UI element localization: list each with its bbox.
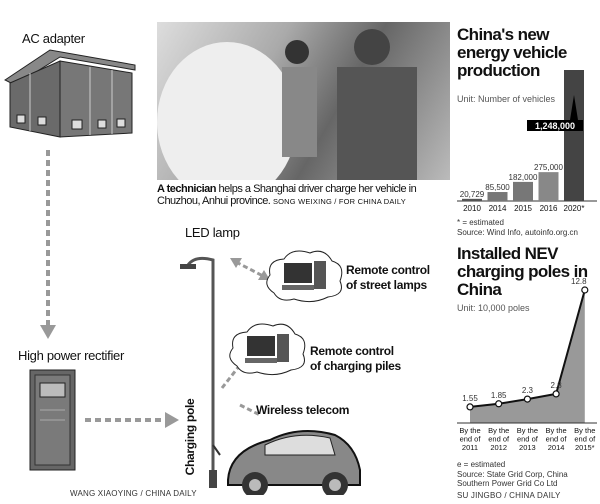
chart2-xtick: end of	[574, 435, 596, 444]
chart2-xtick: 2013	[519, 443, 536, 452]
chart2-footnote: e = estimated	[457, 460, 506, 469]
ac-adapter-illustration	[4, 49, 136, 138]
chart1-svg: 2010 20,729 2014 85,500 2015 182,000 2016 275,0…	[457, 70, 597, 213]
technician-photo	[157, 22, 450, 202]
chart2-xtick: By the	[574, 426, 595, 435]
cloud-computer-street-lamps	[266, 250, 343, 303]
chart2-xtick: end of	[460, 435, 482, 444]
remote-piles-line1: Remote control	[310, 344, 394, 358]
chart2-point	[523, 395, 532, 403]
chart1-bar-2016	[538, 172, 559, 201]
chart2-area	[470, 290, 585, 423]
chart2-source-line1: Source: State Grid Corp, China	[457, 470, 568, 479]
remote-street-lamps-line2: of street lamps	[346, 278, 427, 292]
cloud-computer-charging-piles	[229, 323, 306, 376]
chart1-value-label: 1,248,000	[535, 121, 575, 131]
chart1-xtick: 2010	[463, 204, 481, 213]
chart1-xtick: 2016	[540, 204, 558, 213]
chart2-title: Installed NEV charging poles in China	[457, 244, 588, 299]
led-lamp-label: LED lamp	[185, 225, 240, 240]
chart1-xtick: 2015	[514, 204, 532, 213]
chart2-xtick: By the	[488, 426, 509, 435]
chart2-point	[495, 400, 503, 408]
chart2-xtick: 2011	[462, 443, 478, 452]
photo-caption: A technician helps a Shanghai driver cha…	[157, 183, 452, 208]
wireless-telecom-label: Wireless telecom	[256, 403, 350, 417]
dashed-arrow-right	[85, 412, 179, 428]
chart1-title: China's new energy vehicle production	[457, 25, 567, 80]
caption-text: helps a Shanghai driver charge her vehic…	[157, 183, 417, 207]
chart2-xtick: By the	[517, 426, 538, 435]
chart1-bar-2010	[462, 198, 482, 201]
chart1-bar-2020*	[564, 70, 584, 201]
charging-pole-label: Charging pole	[183, 398, 197, 476]
chart1-value-label: 20,729	[460, 190, 485, 199]
chart2-xtick: 2012	[490, 443, 507, 452]
rectifier-label: High power rectifier	[18, 348, 124, 363]
chart2-value-label: 1.55	[462, 394, 478, 403]
chart2-xtick: end of	[517, 435, 539, 444]
chart2-source: Source: State Grid Corp, China Southern …	[457, 470, 568, 488]
chart2-xtick: By the	[545, 426, 566, 435]
remote-piles-line2: of charging piles	[310, 359, 401, 373]
chart1-value-label: 85,500	[485, 183, 510, 192]
charging-pole-illustration	[180, 256, 361, 495]
chart2-source-line2: Southern Power Grid Co Ltd	[457, 479, 558, 488]
chart2-value-label: 12.8	[571, 277, 587, 286]
chart2-xtick: 2015*	[575, 443, 595, 452]
ac-adapter-label: AC adapter	[22, 31, 85, 46]
chart2-xtick: 2014	[548, 443, 565, 452]
dashed-arrow-down	[40, 150, 56, 339]
chart1-bar-2014	[487, 192, 508, 201]
chart2-point	[552, 390, 560, 398]
chart1-bar-2015	[513, 181, 533, 201]
remote-charging-piles-label: Remote control of charging piles	[310, 344, 401, 374]
chart1-value-label: 182,000	[509, 173, 538, 182]
photo-placeholder	[157, 29, 417, 202]
rectifier-cabinet-illustration	[29, 369, 76, 471]
chart1-xtick: 2020*	[564, 204, 585, 213]
chart1-footnote: * = estimated	[457, 218, 504, 227]
photo-credit: SONG WEIXING / FOR CHINA DAILY	[272, 197, 406, 206]
chart2-value-label: 2.8	[551, 381, 563, 390]
caption-bold: A technician	[157, 183, 217, 195]
remote-street-lamps-line1: Remote control	[346, 263, 430, 277]
chart2-point	[581, 286, 589, 294]
chart2-xtick: By the	[459, 426, 480, 435]
chart2-value-label: 2.3	[522, 386, 534, 395]
chart1-value-label-box	[527, 120, 583, 131]
chart2-point	[466, 403, 474, 411]
chart1-xtick: 2014	[489, 204, 507, 213]
chart1-unit: Unit: Number of vehicles	[457, 94, 556, 104]
chart2-value-label: 1.85	[491, 391, 507, 400]
chart2-xtick: end of	[546, 435, 568, 444]
chart2-credit: SU JINGBO / CHINA DAILY	[457, 491, 561, 500]
chart1-label-pointer	[570, 95, 578, 120]
diagram-credit: WANG XIAOYING / CHINA DAILY	[70, 489, 197, 498]
chart2-xtick: end of	[488, 435, 510, 444]
chart2-unit: Unit: 10,000 poles	[457, 303, 530, 313]
chart1-source: Source: Wind Info, autoinfo.org.cn	[457, 228, 578, 237]
chart1-value-label: 275,000	[534, 163, 563, 172]
remote-street-lamps-label: Remote control of street lamps	[346, 263, 430, 293]
